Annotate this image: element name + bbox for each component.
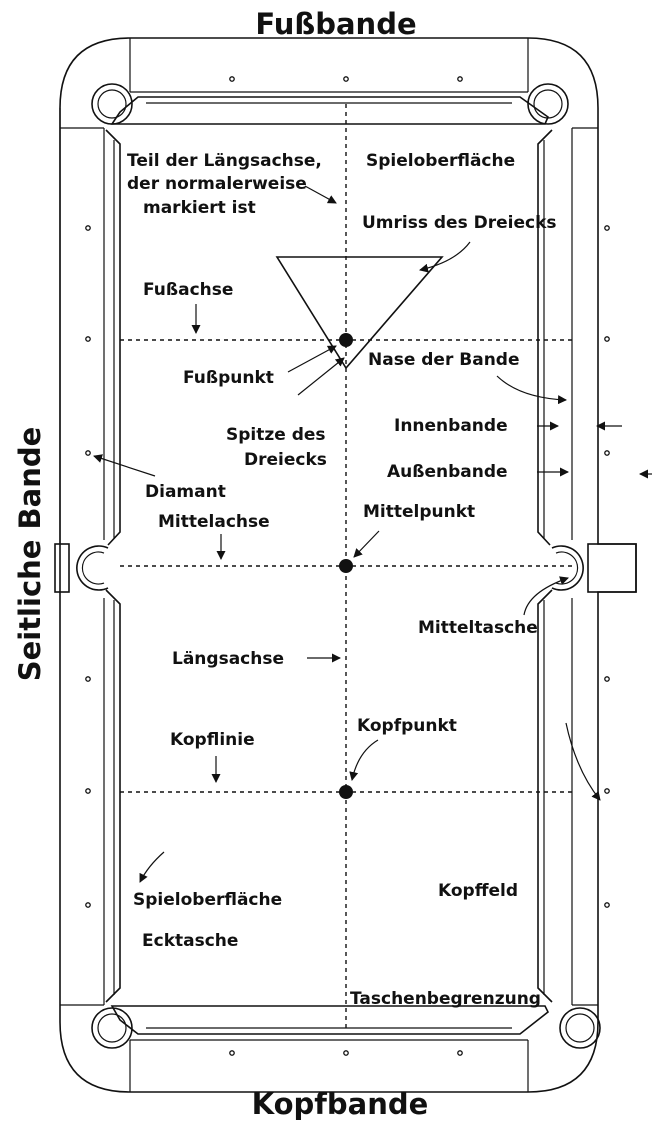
playing-surface-bottom-label: Spieloberfläche [133,890,282,910]
kitchen-label: Kopffeld [438,881,518,901]
nose-of-cushion-label: Nase der Bande [368,350,520,370]
pocket-top-left [91,83,133,125]
pocket-top-right [527,83,569,125]
foot-string-label: Fußachse [143,280,233,300]
apex-label-2: Dreiecks [244,450,327,470]
head-string-label: Kopflinie [170,730,255,750]
long-string-label: Längsachse [172,649,284,669]
apex-label-1: Spitze des [226,425,326,445]
head-rail-label: Kopfbande [252,1087,429,1121]
pocket-bottom-right [559,1007,601,1049]
foot-spot-label: Fußpunkt [183,368,274,388]
head-spot-label: Kopfpunkt [357,716,457,736]
pocket-opening-label: Taschenbegrenzung [350,989,541,1009]
long-axis-marked-label-3: markiert ist [143,198,256,218]
rail-label: Außenbande [387,462,508,482]
pocket-middle-left [76,545,109,591]
foot-rail-label: Fußbande [255,7,416,41]
head-spot [339,785,353,799]
long-axis-marked-label-2: der normalerweise [127,174,307,194]
cushions [105,96,553,1035]
rack-triangle [275,256,444,370]
side-rail-label: Seitliche Bande [13,427,47,682]
cushion-label: Innenbande [394,416,508,436]
table-frame [54,37,637,1093]
diamond-label: Diamant [145,482,226,502]
pocket-bottom-left [91,1007,133,1049]
corner-pocket-label: Ecktasche [142,931,238,951]
rack-outline-label: Umriss des Dreiecks [362,213,557,233]
long-axis-marked-label-1: Teil der Längsachse, [127,151,322,171]
center-spot [339,559,353,573]
foot-spot [339,333,353,347]
arrows [93,185,652,883]
labels: Fußbande Kopfbande Seitliche Bande Teil … [13,7,557,1121]
center-string-label: Mittelachse [158,512,270,532]
diamonds [85,76,610,1056]
pocket-middle-right [551,545,584,591]
playing-surface-top-label: Spieloberfläche [366,151,515,171]
center-spot-label: Mittelpunkt [363,502,475,522]
side-pocket-label: Mitteltasche [418,618,538,638]
